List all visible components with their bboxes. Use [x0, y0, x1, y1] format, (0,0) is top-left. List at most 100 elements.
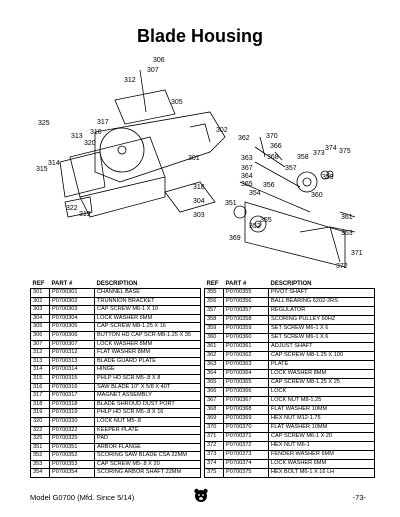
callout-369: 369	[229, 235, 241, 242]
part-number-cell: P0700303	[49, 305, 95, 315]
part-number-cell: P0700360	[223, 333, 269, 343]
callout-374: 374	[325, 145, 337, 152]
callout-319: 319	[79, 211, 91, 218]
ref-cell: 304	[30, 313, 50, 324]
callout-307: 307	[147, 67, 159, 74]
callout-315: 315	[36, 166, 48, 173]
ref-cell: 371	[204, 432, 224, 442]
part-header: PART #	[223, 280, 269, 289]
description-cell: SCORING SAW BLADE CSA 22MM	[94, 451, 201, 461]
callout-312: 312	[124, 77, 136, 84]
part-number-cell: P0700315	[49, 373, 95, 384]
part-number-cell: P0700368	[223, 405, 269, 415]
ref-cell: 366	[204, 387, 224, 397]
ref-cell: 370	[204, 423, 224, 433]
part-number-cell: P0700312	[49, 348, 95, 358]
ref-cell: 301	[30, 288, 50, 298]
ref-cell: 353	[30, 459, 50, 470]
callout-354: 354	[249, 190, 261, 197]
callout-355: 355	[260, 217, 272, 224]
callout-359: 359	[322, 174, 334, 181]
callout-305: 305	[171, 99, 183, 106]
part-number-cell: P0700318	[49, 399, 95, 410]
description-cell: LOCK WASHER 6MM	[94, 313, 201, 324]
description-cell: SET SCREW M6-1 X 6	[268, 324, 375, 334]
part-number-cell: P0700356	[223, 297, 269, 307]
ref-cell: 364	[204, 369, 224, 379]
callout-314: 314	[48, 160, 60, 167]
ref-cell: 319	[30, 408, 50, 418]
part-number-cell: P0700316	[49, 382, 95, 393]
callout-368: 368	[267, 154, 279, 161]
callout-357: 357	[285, 165, 297, 172]
page-title: Blade Housing	[136, 26, 263, 46]
ref-cell: 375	[204, 467, 224, 479]
bear-logo-icon	[194, 488, 208, 502]
callout-361: 361	[341, 214, 353, 221]
part-number-cell: P0700307	[49, 339, 95, 350]
blade-housing-exploded-diagram: 306 307 312 305 317 302 325 313 316 320 …	[36, 57, 363, 270]
description-cell: BALL BEARING 6202-2RS	[268, 297, 375, 307]
description-cell: BLADE SHROUD DUST PORT	[94, 399, 201, 410]
ref-cell: 357	[204, 306, 224, 316]
callout-371: 371	[351, 250, 363, 257]
ref-cell: 355	[204, 288, 224, 298]
callout-317: 317	[97, 119, 109, 126]
table-header-row: REF PART # DESCRIPTION	[204, 280, 375, 289]
description-cell: KEEPER PLATE	[94, 425, 201, 436]
callout-325: 325	[38, 120, 50, 127]
description-cell: HEX NUT M12-1.75	[268, 414, 375, 424]
callout-362: 362	[238, 135, 250, 142]
callout-313: 313	[71, 133, 83, 140]
ref-cell: 356	[204, 297, 224, 307]
callout-364: 364	[241, 173, 253, 180]
ref-cell: 367	[204, 396, 224, 406]
ref-cell: 361	[204, 342, 224, 352]
part-number-cell: P0700365	[223, 378, 269, 388]
ref-header: REF	[204, 280, 224, 289]
callout-363: 363	[241, 155, 253, 162]
ref-cell: 358	[204, 315, 224, 325]
description-header: DESCRIPTION	[268, 280, 375, 289]
part-number-cell: P0700355	[223, 288, 269, 298]
part-number-cell: P0700352	[49, 451, 95, 461]
description-cell: HEX BOLT M6-1 X 16 LH	[268, 467, 375, 479]
callout-372: 372	[336, 263, 348, 270]
description-cell: LOCK WASHER 8MM	[94, 339, 201, 350]
ref-cell: 351	[30, 442, 50, 453]
part-number-cell: P0700322	[49, 425, 95, 436]
part-header: PART #	[49, 280, 95, 289]
callout-353: 353	[341, 230, 353, 237]
part-number-cell: P0700305	[49, 322, 95, 332]
callout-318: 318	[193, 184, 205, 191]
ref-cell: 372	[204, 441, 224, 451]
ref-cell: 362	[204, 351, 224, 361]
description-cell: PAD	[94, 434, 201, 444]
callout-320: 320	[84, 140, 96, 147]
description-cell: REGULATOR	[268, 306, 375, 316]
part-number-cell: P0700317	[49, 391, 95, 401]
callout-316: 316	[90, 129, 102, 136]
description-cell: SET SCREW M6-1 X 6	[268, 333, 375, 343]
part-number-cell: P0700374	[223, 459, 269, 469]
description-cell: PHLP HD SCR M5-.8 X 16	[94, 408, 201, 418]
callout-358: 358	[297, 154, 309, 161]
part-number-cell: P0700361	[223, 342, 269, 352]
part-number-cell: P0700369	[223, 414, 269, 424]
callout-366: 366	[270, 143, 282, 150]
